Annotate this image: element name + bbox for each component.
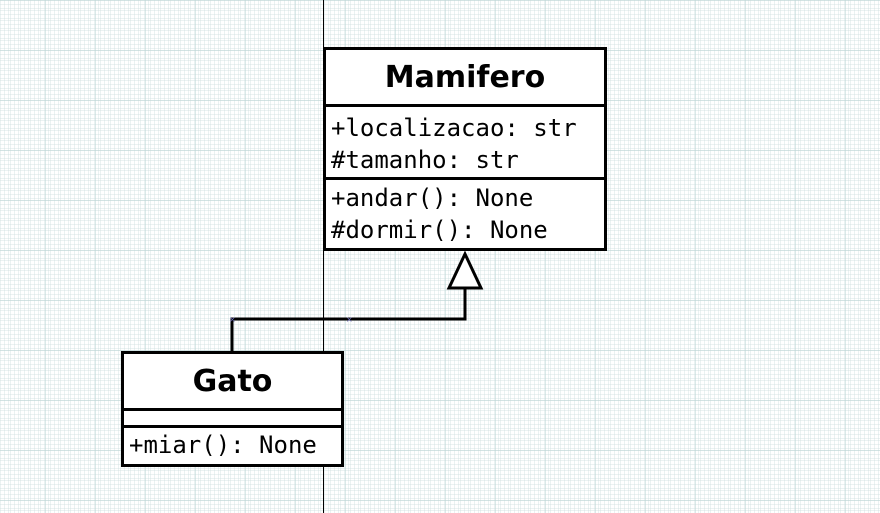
methods-compartment[interactable]: +miar(): None [124, 428, 341, 463]
class-box-mamifero[interactable]: Mamifero +localizacao: str #tamanho: str… [323, 47, 607, 251]
attributes-compartment[interactable]: +localizacao: str #tamanho: str [326, 107, 604, 180]
page-boundary-line [323, 0, 324, 513]
method[interactable]: #dormir(): None [331, 216, 548, 244]
attributes-compartment[interactable] [124, 411, 341, 428]
generalization-arrowhead [446, 250, 484, 290]
attribute[interactable]: +localizacao: str [331, 114, 577, 142]
class-box-gato[interactable]: Gato +miar(): None [121, 351, 344, 467]
attribute[interactable]: #tamanho: str [331, 146, 519, 174]
method[interactable]: +miar(): None [129, 431, 317, 459]
svg-text:×: × [346, 315, 353, 324]
class-name[interactable]: Gato [124, 354, 341, 411]
methods-compartment[interactable]: +andar(): None #dormir(): None [326, 180, 604, 246]
method[interactable]: +andar(): None [331, 184, 534, 212]
selection-handles: × × [229, 315, 353, 324]
svg-text:×: × [229, 315, 236, 324]
generalization-connector-line[interactable] [230, 288, 467, 351]
class-name[interactable]: Mamifero [326, 50, 604, 107]
